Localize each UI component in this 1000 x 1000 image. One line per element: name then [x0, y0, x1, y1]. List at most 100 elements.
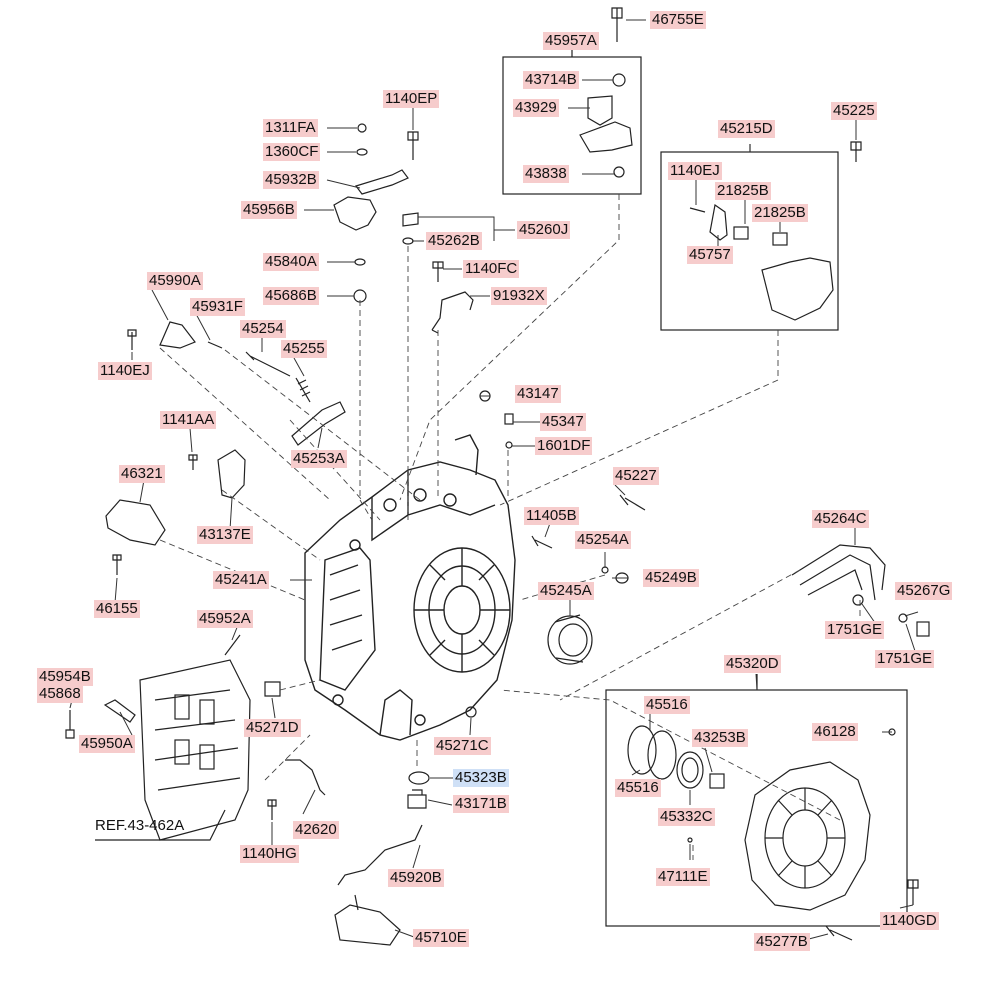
part-label-45952a[interactable]: 45952A [197, 610, 253, 628]
part-label-45920b[interactable]: 45920B [388, 869, 444, 887]
seal-45245a [547, 614, 593, 665]
part-label-45990a[interactable]: 45990A [147, 272, 203, 290]
washer-1360cf [356, 148, 368, 156]
cover-bracket-45956b [333, 196, 377, 231]
part-label-45323b[interactable]: 45323B [453, 769, 509, 787]
sensor-45920b [337, 824, 423, 886]
part-label-46128[interactable]: 46128 [812, 723, 858, 741]
plug-45271d [264, 681, 281, 697]
part-label-1311fa[interactable]: 1311FA [263, 119, 318, 137]
part-label-45253a[interactable]: 45253A [291, 450, 347, 468]
part-label-45255[interactable]: 45255 [281, 340, 327, 358]
part-label-45347[interactable]: 45347 [540, 413, 586, 431]
lever-45990a [159, 321, 196, 349]
part-label-1140ej-left[interactable]: 1140EJ [98, 362, 152, 380]
part-label-46755e[interactable]: 46755E [650, 11, 706, 29]
part-label-1140hg[interactable]: 1140HG [240, 845, 299, 863]
part-label-45686b[interactable]: 45686B [263, 287, 319, 305]
part-label-45241a[interactable]: 45241A [213, 571, 269, 589]
part-label-45215d[interactable]: 45215D [718, 120, 775, 138]
part-label-1140ej-group[interactable]: 1140EJ [668, 162, 722, 180]
part-label-43171b[interactable]: 43171B [453, 795, 509, 813]
part-label-46155[interactable]: 46155 [94, 600, 140, 618]
pin-45931f [207, 341, 223, 349]
part-label-43147[interactable]: 43147 [515, 385, 561, 403]
part-label-43838[interactable]: 43838 [523, 165, 569, 183]
nut-1311fa [357, 123, 367, 133]
part-label-1140ep[interactable]: 1140EP [383, 90, 440, 108]
part-label-1140gd[interactable]: 1140GD [880, 912, 939, 930]
part-label-45260j[interactable]: 45260J [517, 221, 571, 239]
lever-45932b [355, 169, 409, 195]
part-label-1141aa[interactable]: 1141AA [160, 411, 217, 429]
washer-45323b [408, 771, 430, 785]
bolt-45868 [65, 710, 75, 739]
part-label-21825b-1[interactable]: 21825B [715, 182, 771, 200]
part-label-11405b[interactable]: 11405B [524, 507, 579, 525]
part-label-43714b[interactable]: 43714B [523, 71, 579, 89]
plug-43171b [407, 789, 427, 809]
part-label-47111e[interactable]: 47111E [656, 868, 710, 886]
guide-43137e [217, 449, 246, 499]
part-label-45225[interactable]: 45225 [831, 102, 877, 120]
part-label-45264c[interactable]: 45264C [812, 510, 869, 528]
detent-45253a [291, 401, 346, 446]
bolt-46155 [112, 554, 122, 575]
part-label-45332c[interactable]: 45332C [658, 808, 715, 826]
part-label-43253b[interactable]: 43253B [692, 729, 748, 747]
part-label-45267g[interactable]: 45267G [895, 582, 953, 600]
cover-46321 [105, 499, 166, 546]
part-label-45956b[interactable]: 45956B [241, 201, 297, 219]
part-label-45954b[interactable]: 45954B [37, 668, 93, 686]
pin-45952a [224, 634, 241, 656]
part-label-45516-2[interactable]: 45516 [615, 779, 661, 797]
part-label-45320d[interactable]: 45320D [724, 655, 781, 673]
bolt-11405b [531, 535, 553, 549]
bolt-1140fc [432, 261, 444, 282]
bolt-1140gd [907, 879, 919, 905]
part-label-21825b-2[interactable]: 21825B [752, 204, 808, 222]
part-label-1601df[interactable]: 1601DF [535, 437, 593, 455]
bolt-1140ej-left [127, 329, 137, 350]
part-label-91932x[interactable]: 91932X [491, 287, 547, 305]
part-label-45957a[interactable]: 45957A [543, 32, 599, 50]
bracket-42620 [285, 759, 326, 796]
pipes-45264c [791, 544, 886, 601]
part-label-1360cf[interactable]: 1360CF [263, 143, 321, 161]
part-label-45271c[interactable]: 45271C [434, 737, 491, 755]
part-label-45868[interactable]: 45868 [37, 685, 83, 703]
part-label-1140fc[interactable]: 1140FC [463, 260, 520, 278]
bolt-45277b [825, 925, 853, 941]
bolt-1141aa [188, 454, 198, 470]
part-label-45271d[interactable]: 45271D [244, 719, 301, 737]
part-label-45245a[interactable]: 45245A [538, 582, 594, 600]
bracket-91932x [431, 291, 474, 334]
bolt-46755e [611, 7, 623, 42]
part-label-45277b[interactable]: 45277B [754, 933, 810, 951]
part-label-46321[interactable]: 46321 [119, 465, 165, 483]
part-label-45516-1[interactable]: 45516 [644, 696, 690, 714]
part-label-43929[interactable]: 43929 [513, 99, 559, 117]
ring-45840a [354, 258, 366, 266]
reference-label[interactable]: REF.43-462A [95, 817, 185, 834]
part-label-42620[interactable]: 42620 [293, 821, 339, 839]
part-label-45254[interactable]: 45254 [240, 320, 286, 338]
part-label-1751ge-1[interactable]: 1751GE [825, 621, 885, 639]
part-label-45757[interactable]: 45757 [687, 246, 733, 264]
bolt-45225 [850, 141, 862, 162]
part-label-45254a[interactable]: 45254A [575, 531, 631, 549]
part-label-45932b[interactable]: 45932B [263, 171, 319, 189]
plate-45950a [103, 699, 136, 723]
part-label-45249b[interactable]: 45249B [643, 569, 699, 587]
part-label-45840a[interactable]: 45840A [263, 253, 319, 271]
part-label-45262b[interactable]: 45262B [426, 232, 482, 250]
part-label-45931f[interactable]: 45931F [190, 298, 245, 316]
part-label-1751ge-2[interactable]: 1751GE [875, 650, 935, 668]
part-label-45710e[interactable]: 45710E [413, 929, 469, 947]
bracket-45710e [334, 904, 401, 946]
part-label-45950a[interactable]: 45950A [79, 735, 135, 753]
spring-45255 [295, 377, 311, 403]
part-label-43137e[interactable]: 43137E [197, 526, 253, 544]
part-label-45227[interactable]: 45227 [613, 467, 659, 485]
